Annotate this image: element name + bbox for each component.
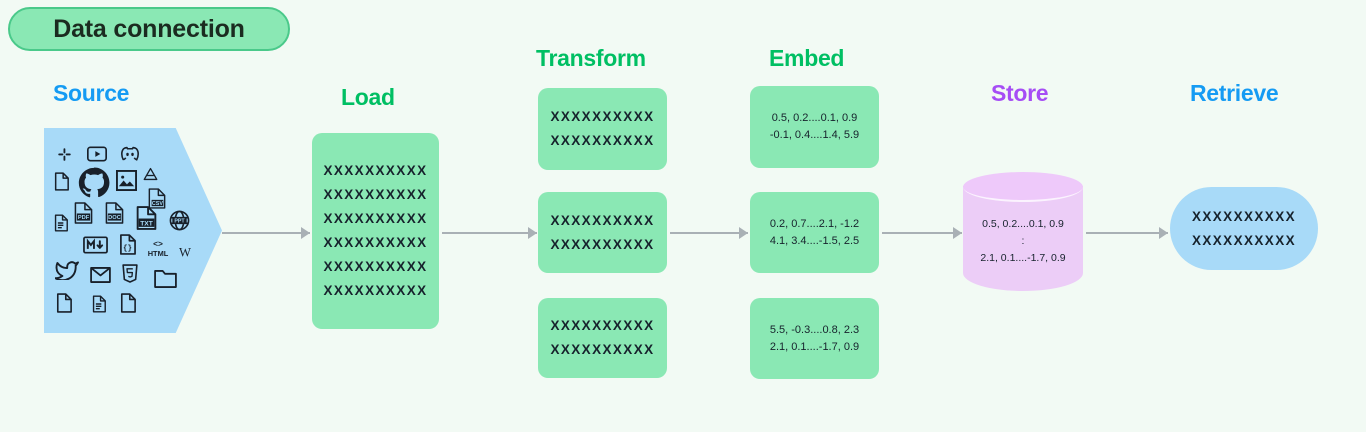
embed-box-2: 0.2, 0.7....2.1, -1.2 4.1, 3.4....-1.5, … xyxy=(750,192,879,273)
embed-vector-row: 2.1, 0.1....-1.7, 0.9 xyxy=(769,340,860,353)
transform-row: XXXXXXXXXX xyxy=(550,212,655,228)
csv-file-icon: CSV xyxy=(148,188,166,209)
load-row: XXXXXXXXXX xyxy=(323,283,428,298)
transform-row: XXXXXXXXXX xyxy=(550,236,655,252)
load-row: XXXXXXXXXX xyxy=(323,211,428,226)
store-text-block: 0.5, 0.2....0.1, 0.9 : 2.1, 0.1....-1.7,… xyxy=(963,216,1083,267)
store-row: : xyxy=(1021,235,1025,247)
slack-icon xyxy=(56,146,73,163)
arrow-transform-to-embed xyxy=(670,227,748,239)
arrow-store-to-retrieve xyxy=(1086,227,1168,239)
stage-label-transform: Transform xyxy=(536,45,646,71)
retrieve-row: XXXXXXXXXX xyxy=(1191,232,1297,248)
stage-label-store: Store xyxy=(991,80,1049,106)
embed-box-1: 0.5, 0.2....0.1, 0.9 -0.1, 0.4....1.4, 5… xyxy=(750,86,879,168)
arrow-shaft xyxy=(882,232,962,234)
retrieve-row: XXXXXXXXXX xyxy=(1191,208,1297,224)
txt-file-icon: TXT xyxy=(136,206,157,230)
file-blank-3-icon xyxy=(120,293,136,313)
diagram-title-pill: Data connection xyxy=(8,7,290,51)
stage-label-source: Source xyxy=(53,80,130,106)
load-row: XXXXXXXXXX xyxy=(323,163,428,178)
svg-text:DOC: DOC xyxy=(108,215,121,221)
cylinder-top-ellipse xyxy=(963,172,1083,202)
svg-text:TXT: TXT xyxy=(140,220,153,227)
svg-text:W: W xyxy=(179,246,191,260)
arrow-head xyxy=(528,227,537,239)
markdown-icon xyxy=(83,236,108,254)
load-row: XXXXXXXXXX xyxy=(323,235,428,250)
svg-text:<>: <> xyxy=(153,239,163,249)
diagram-title-label: Data connection xyxy=(53,14,245,43)
retrieve-box: XXXXXXXXXX XXXXXXXXXX xyxy=(1170,187,1318,270)
embed-vector-row: 4.1, 3.4....-1.5, 2.5 xyxy=(769,234,860,247)
ppt-file-icon: PPT xyxy=(169,210,190,231)
svg-text:HTML: HTML xyxy=(148,249,169,258)
image-icon xyxy=(116,170,137,191)
file-lines-2-icon xyxy=(92,295,106,313)
store-database-cylinder: 0.5, 0.2....0.1, 0.9 : 2.1, 0.1....-1.7,… xyxy=(963,172,1083,291)
arrow-head xyxy=(301,227,310,239)
store-row: 0.5, 0.2....0.1, 0.9 xyxy=(982,218,1064,230)
twitter-icon xyxy=(55,260,79,280)
arrow-shaft xyxy=(442,232,537,234)
stage-label-embed: Embed xyxy=(769,45,845,71)
svg-text:{}: {} xyxy=(123,245,132,253)
embed-box-3: 5.5, -0.3....0.8, 2.3 2.1, 0.1....-1.7, … xyxy=(750,298,879,379)
discord-icon xyxy=(120,146,140,162)
svg-text:PDF: PDF xyxy=(78,215,90,221)
transform-row: XXXXXXXXXX xyxy=(550,318,655,333)
stage-label-load: Load xyxy=(341,84,395,110)
arrow-head xyxy=(953,227,962,239)
embed-vector-row: 5.5, -0.3....0.8, 2.3 xyxy=(769,323,860,336)
file-blank-icon xyxy=(54,172,69,191)
embed-vector-row: 0.2, 0.7....2.1, -1.2 xyxy=(769,217,860,230)
html5-shield-icon xyxy=(122,264,138,283)
arrow-shaft xyxy=(670,232,748,234)
arrow-shaft xyxy=(222,232,310,234)
load-box: XXXXXXXXXX XXXXXXXXXX XXXXXXXXXX XXXXXXX… xyxy=(312,133,439,329)
github-icon xyxy=(77,166,111,200)
transform-row: XXXXXXXXXX xyxy=(550,133,655,148)
embed-vector-row: 0.5, 0.2....0.1, 0.9 xyxy=(771,112,858,124)
folder-icon xyxy=(154,270,177,288)
load-row: XXXXXXXXXX xyxy=(323,259,428,274)
file-lines-icon xyxy=(54,214,68,232)
stage-label-retrieve: Retrieve xyxy=(1190,80,1279,106)
wikipedia-icon: W xyxy=(175,244,195,260)
youtube-icon xyxy=(87,146,107,162)
arrow-embed-to-store xyxy=(882,227,962,239)
arrow-source-to-load xyxy=(222,227,310,239)
source-icon-grid: CSV PDF DOC xyxy=(44,128,222,333)
doc-file-icon: DOC xyxy=(105,202,124,224)
transform-box-3: XXXXXXXXXX XXXXXXXXXX xyxy=(538,298,667,378)
html-icon: <> HTML xyxy=(145,238,171,258)
code-file-icon: {} xyxy=(119,234,136,255)
transform-box-1: XXXXXXXXXX XXXXXXXXXX xyxy=(538,88,667,170)
embed-vector-row: -0.1, 0.4....1.4, 5.9 xyxy=(769,129,860,141)
arrow-shaft xyxy=(1086,232,1168,234)
file-blank-2-icon xyxy=(56,293,72,313)
cylinder-body xyxy=(963,186,1083,291)
transform-row: XXXXXXXXXX xyxy=(550,109,655,124)
svg-text:PPT: PPT xyxy=(174,218,185,224)
arrow-load-to-transform xyxy=(442,227,537,239)
transform-box-2: XXXXXXXXXX XXXXXXXXXX xyxy=(538,192,667,273)
email-icon xyxy=(90,267,111,283)
google-drive-icon xyxy=(143,167,158,181)
arrow-head xyxy=(1159,227,1168,239)
pdf-file-icon: PDF xyxy=(74,202,93,224)
arrow-head xyxy=(739,227,748,239)
store-row: 2.1, 0.1....-1.7, 0.9 xyxy=(980,252,1066,264)
svg-text:CSV: CSV xyxy=(152,201,163,207)
load-row: XXXXXXXXXX xyxy=(323,187,428,202)
transform-row: XXXXXXXXXX xyxy=(550,342,655,357)
